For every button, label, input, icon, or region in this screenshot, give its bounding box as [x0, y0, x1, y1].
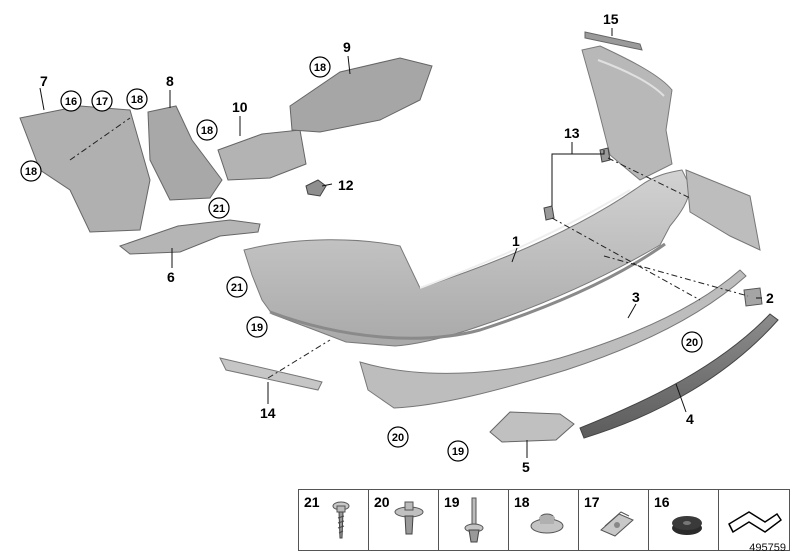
trim-strip-part [584, 31, 643, 51]
upper-bracket-part [289, 57, 433, 133]
clip-nut-icon [600, 511, 634, 537]
assembly-lines [69, 117, 749, 379]
nut-icon [530, 513, 564, 534]
callout-7: 7 [40, 73, 48, 89]
legend-number: 18 [514, 494, 530, 510]
legend-number: 16 [654, 494, 670, 510]
circled-ref-17: 17 [91, 90, 113, 112]
bracket-clip-part [543, 205, 555, 221]
screw-icon [332, 501, 350, 539]
svg-text:20: 20 [392, 432, 404, 444]
svg-text:16: 16 [65, 96, 77, 108]
svg-text:17: 17 [96, 96, 108, 108]
circled-ref-18: 18 [126, 88, 148, 110]
side-reflector-part [685, 169, 761, 251]
lower-trim-part [359, 269, 747, 409]
callout-8: 8 [166, 73, 174, 89]
expanding-rivet-icon [394, 501, 424, 535]
callout-3: 3 [632, 289, 640, 305]
legend-cell-21: 21 [299, 490, 369, 550]
callout-14: 14 [260, 405, 276, 421]
svg-text:19: 19 [251, 322, 263, 334]
fastener-legend: 21 20 19 18 17 [298, 489, 790, 551]
circled-ref-21: 21 [208, 197, 230, 219]
circled-ref-20: 20 [387, 426, 409, 448]
callout-1: 1 [512, 233, 520, 249]
small-bracket-part [305, 179, 327, 197]
svg-text:18: 18 [201, 125, 213, 137]
circled-ref-16: 16 [60, 90, 82, 112]
callout-4: 4 [686, 411, 694, 427]
svg-text:20: 20 [686, 337, 698, 349]
callout-9: 9 [343, 39, 351, 55]
bracket-clip-part [599, 147, 611, 163]
svg-text:18: 18 [131, 94, 143, 106]
svg-text:18: 18 [25, 166, 37, 178]
circled-ref-20: 20 [681, 331, 703, 353]
circled-ref-18: 18 [0, 0, 12, 3]
support-bracket-part [118, 219, 261, 255]
callout-15: 15 [603, 11, 619, 27]
legend-cell-symbol [719, 490, 789, 550]
legend-cell-16: 16 [649, 490, 719, 550]
left-trim-part [219, 357, 323, 391]
circled-ref-18: 18 [20, 160, 42, 182]
bumper-corner-part [581, 45, 673, 181]
callout-5: 5 [522, 459, 530, 475]
circled-ref-18: 18 [196, 119, 218, 141]
diagram-id-label: 495759 [749, 542, 786, 554]
legend-number: 20 [374, 494, 390, 510]
circled-ref-21: 21 [226, 276, 248, 298]
side-bracket-part [147, 105, 223, 201]
bumper-cover-part [243, 169, 691, 347]
callout-6: 6 [167, 269, 175, 285]
rubber-washer-icon [672, 516, 702, 535]
callout-13: 13 [564, 125, 580, 141]
circled-ref-19: 19 [447, 440, 469, 462]
legend-cell-19: 19 [439, 490, 509, 550]
svg-text:21: 21 [213, 203, 225, 215]
circled-ref-19: 19 [246, 316, 268, 338]
legend-cell-18: 18 [509, 490, 579, 550]
legend-cell-20: 20 [369, 490, 439, 550]
push-pin-icon [464, 497, 484, 543]
legend-number: 17 [584, 494, 600, 510]
diffuser-strip-part [579, 313, 779, 439]
legend-number: 21 [304, 494, 320, 510]
symbol-arrow-icon [728, 511, 782, 534]
svg-text:18: 18 [314, 62, 326, 74]
circled-ref-18: 18 [309, 56, 331, 78]
heat-shield-part [217, 129, 307, 181]
svg-text:19: 19 [452, 446, 464, 458]
leader-lines [39, 28, 762, 458]
callout-2: 2 [766, 290, 774, 306]
svg-text:21: 21 [231, 282, 243, 294]
exhaust-trim-part [489, 411, 575, 443]
callout-10: 10 [232, 99, 248, 115]
clip-part [743, 287, 763, 307]
legend-cell-17: 17 [579, 490, 649, 550]
callout-12: 12 [338, 177, 354, 193]
legend-number: 19 [444, 494, 460, 510]
